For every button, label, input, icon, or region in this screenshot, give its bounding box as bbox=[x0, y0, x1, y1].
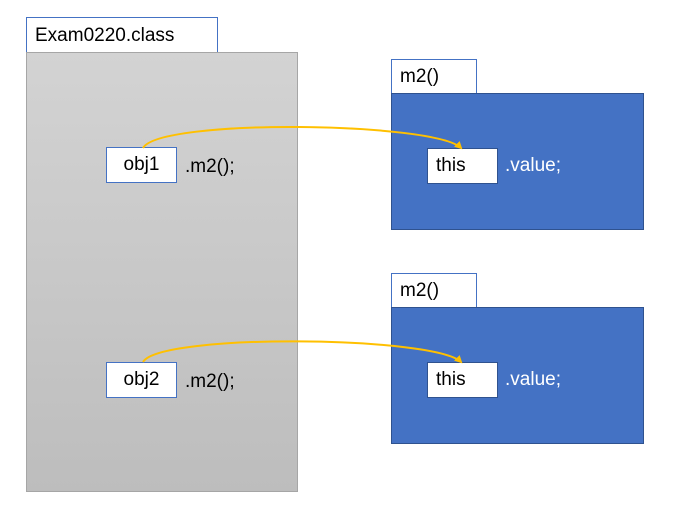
this-box-1: this bbox=[427, 148, 498, 184]
class-body bbox=[26, 52, 298, 492]
obj2-label: obj2 bbox=[123, 369, 160, 390]
obj1-label: obj1 bbox=[123, 154, 160, 175]
obj2-ref-box: obj2 bbox=[106, 362, 177, 398]
m2-frame-tab-2: m2() bbox=[391, 273, 477, 308]
arrow-obj2-to-this bbox=[142, 340, 463, 364]
arrow-obj1-to-this bbox=[142, 125, 463, 150]
call-m2-text-2: .m2(); bbox=[185, 371, 235, 392]
this-label-2: this bbox=[436, 369, 466, 390]
m2-frame-title-2: m2() bbox=[400, 280, 440, 301]
this-box-2: this bbox=[427, 362, 498, 398]
obj1-ref-box: obj1 bbox=[106, 147, 177, 183]
this-label-1: this bbox=[436, 155, 466, 176]
class-label: Exam0220.class bbox=[35, 24, 175, 46]
class-tab: Exam0220.class bbox=[26, 17, 218, 53]
m2-frame-title-1: m2() bbox=[400, 66, 440, 87]
value-access-text-1: .value; bbox=[505, 155, 561, 176]
call-m2-text-1: .m2(); bbox=[185, 156, 235, 177]
value-access-text-2: .value; bbox=[505, 369, 561, 390]
m2-frame-tab-1: m2() bbox=[391, 59, 477, 94]
